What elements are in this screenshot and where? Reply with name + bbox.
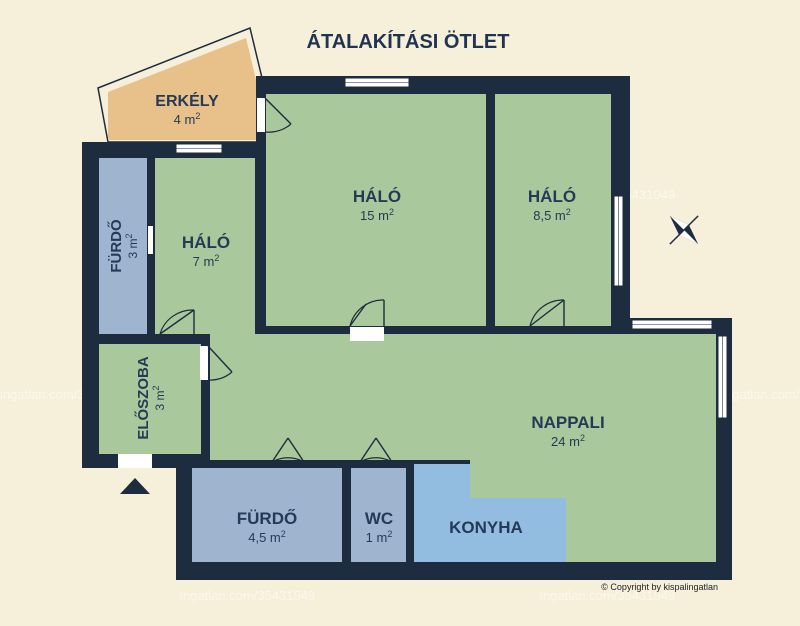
svg-text:7 m2: 7 m2 bbox=[193, 253, 220, 269]
room-name: HÁLÓ bbox=[528, 187, 576, 206]
room-name: FÜRDŐ bbox=[107, 219, 125, 273]
room-area: 15 m bbox=[360, 208, 389, 223]
svg-text:15 m2: 15 m2 bbox=[360, 207, 394, 223]
watermark-text: ingatlan.com/35431049 bbox=[722, 387, 800, 402]
svg-text:8,5 m2: 8,5 m2 bbox=[533, 207, 571, 223]
north-arrow-icon bbox=[669, 215, 699, 245]
svg-text:3 m2: 3 m2 bbox=[124, 233, 140, 258]
room-erkely bbox=[108, 38, 256, 140]
entrance-arrow-icon bbox=[120, 478, 150, 494]
room-area: 1 m bbox=[366, 530, 388, 545]
svg-text:3 m2: 3 m2 bbox=[151, 385, 167, 410]
room-area: 7 m bbox=[193, 254, 215, 269]
room-halo-right bbox=[495, 94, 611, 326]
svg-text:4 m2: 4 m2 bbox=[174, 111, 201, 127]
room-halo-small bbox=[155, 158, 255, 334]
room-eloszoba bbox=[99, 344, 201, 454]
room-name: WC bbox=[365, 509, 393, 528]
room-area: 8,5 m bbox=[533, 208, 566, 223]
windows bbox=[175, 77, 728, 419]
room-konyha bbox=[414, 464, 566, 562]
room-furdo-left bbox=[99, 158, 147, 334]
room-area: 3 m bbox=[126, 239, 140, 259]
room-name: FÜRDŐ bbox=[237, 509, 297, 528]
room-area: 4,5 m bbox=[248, 530, 281, 545]
copyright-text: © Copyright by kispalingatlan bbox=[601, 582, 718, 592]
room-halo-big bbox=[266, 94, 486, 326]
room-name: NAPPALI bbox=[531, 413, 604, 432]
room-area: 3 m bbox=[153, 391, 167, 411]
watermark-text: ingatlan.com/35431049 bbox=[540, 588, 675, 603]
svg-text:24 m2: 24 m2 bbox=[551, 433, 585, 449]
room-name: HÁLÓ bbox=[182, 233, 230, 252]
doors bbox=[118, 97, 565, 468]
room-name: HÁLÓ bbox=[353, 187, 401, 206]
room-name: KONYHA bbox=[449, 518, 523, 537]
room-nappali bbox=[210, 334, 716, 460]
room-wc bbox=[351, 468, 406, 562]
room-furdo-bottom bbox=[192, 468, 342, 562]
room-area: 4 m bbox=[174, 112, 196, 127]
svg-text:4,5 m2: 4,5 m2 bbox=[248, 529, 286, 545]
room-name: ELŐSZOBA bbox=[134, 356, 152, 440]
room-area: 24 m bbox=[551, 434, 580, 449]
watermark-text: ingatlan.com/35431049 bbox=[180, 588, 315, 603]
plan-title: ÁTALAKÍTÁSI ÖTLET bbox=[307, 30, 510, 53]
svg-text:1 m2: 1 m2 bbox=[366, 529, 393, 545]
room-name: ERKÉLY bbox=[155, 91, 219, 110]
